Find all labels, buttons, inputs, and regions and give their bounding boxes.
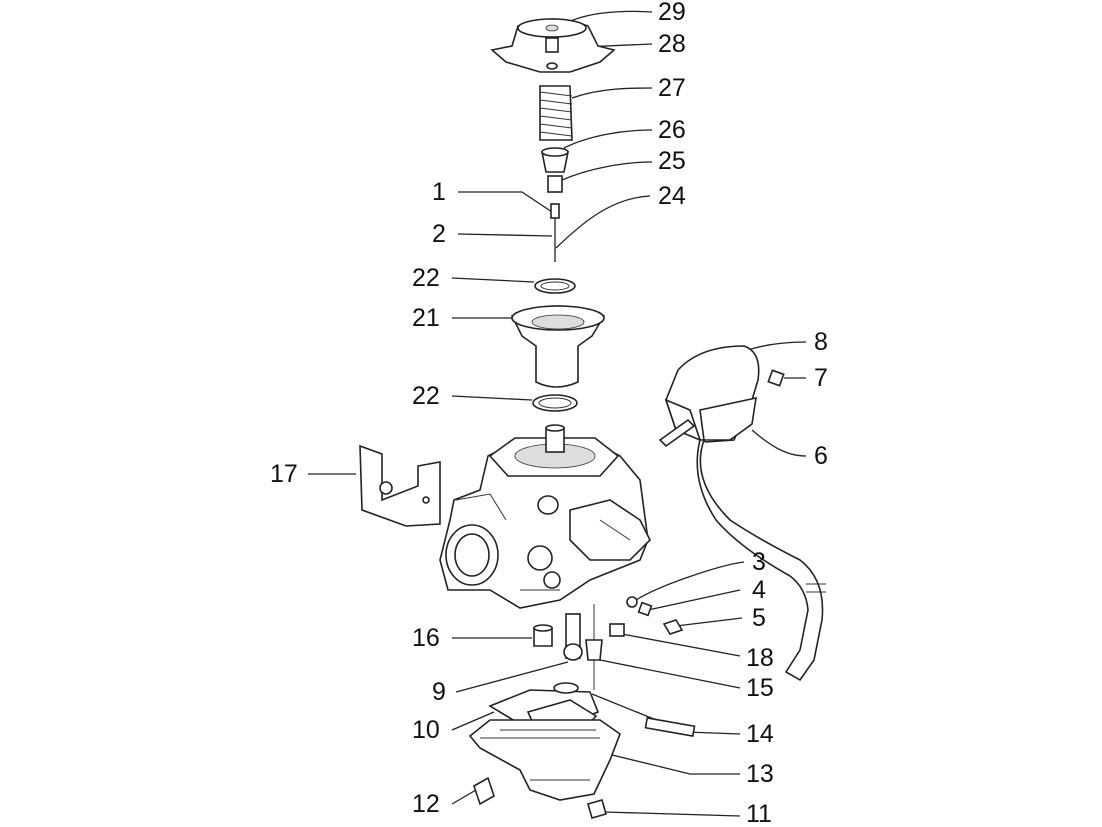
callout-2: 2 [432,220,446,248]
spring-part [539,85,573,141]
bowl-screw-part [587,799,607,819]
callout-7: 7 [814,364,828,392]
callout-22-lower: 22 [412,382,440,410]
callout-27: 27 [658,74,686,102]
callout-16: 16 [412,624,440,652]
leader-27 [571,87,653,99]
leader-8 [747,341,807,351]
callout-29: 29 [658,0,686,26]
callout-5: 5 [752,604,766,632]
callout-15: 15 [746,674,774,702]
ring-bottom-part [532,394,578,412]
callout-9: 9 [432,678,446,706]
callout-11: 11 [746,800,772,827]
leader-9 [455,661,569,693]
leader-10 [451,711,495,731]
callout-25: 25 [658,147,686,175]
leader-11 [603,811,741,817]
leader-26 [563,129,653,149]
leader-25 [561,161,653,181]
float-bowl-part [468,719,621,801]
leader-12 [451,789,477,805]
ring-top-part [534,278,576,294]
leader-5 [675,617,743,627]
leader-2 [457,233,553,237]
callout-3: 3 [752,548,766,576]
leader-4 [647,589,741,611]
leader-6 [751,429,807,457]
callout-8: 8 [814,328,828,356]
needle-part [550,203,560,262]
callout-21: 21 [412,304,440,332]
callout-12: 12 [412,790,440,818]
leader-22b [451,395,533,401]
callout-28: 28 [658,30,686,58]
leader-3 [635,561,745,601]
callout-26: 26 [658,116,686,144]
callout-14: 14 [746,720,774,748]
slide-part [510,305,606,388]
callout-4: 4 [752,576,766,604]
bracket-part [359,444,441,527]
needle-clip-part [547,175,563,193]
top-cover-part [490,18,616,73]
drain-screw-part [473,776,495,806]
callout-17: 17 [270,460,298,488]
leader-13 [599,751,740,775]
leader-18 [621,633,741,657]
callout-1: 1 [432,178,446,206]
jet-small-parts [609,596,684,637]
leader-24 [555,195,651,249]
callout-10: 10 [412,716,440,744]
leader-1 [458,191,553,213]
callout-18: 18 [746,644,774,672]
leader-lines [308,10,807,817]
carburetor-body-part [439,424,651,609]
leader-22a [451,277,535,283]
electric-choke-part [658,345,826,682]
leader-15 [599,659,741,689]
callout-6: 6 [814,442,828,470]
callout-13: 13 [746,760,774,788]
callout-24: 24 [658,182,686,210]
callout-22-upper: 22 [412,264,440,292]
jets-part [533,613,696,738]
